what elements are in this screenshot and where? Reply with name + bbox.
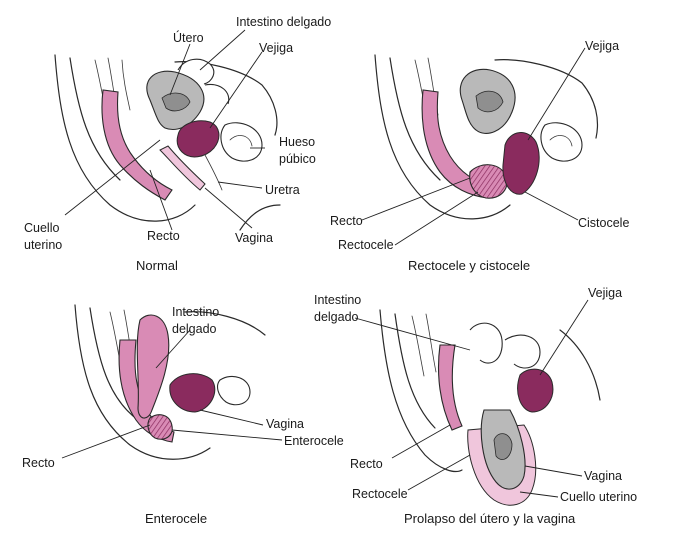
panel-rectocele-cistocele: Vejiga Recto Rectocele Cistocele Rectoce… (330, 39, 629, 273)
label-recto-3: Recto (22, 456, 55, 470)
label-intestino-4b: delgado (314, 310, 359, 324)
label-recto-2: Recto (330, 214, 363, 228)
label-uretra: Uretra (265, 183, 300, 197)
caption-rectocele-cistocele: Rectocele y cistocele (408, 258, 530, 273)
label-enterocele: Enterocele (284, 434, 344, 448)
caption-normal: Normal (136, 258, 178, 273)
label-hueso: Hueso (279, 135, 315, 149)
label-intestino-4a: Intestino (314, 293, 361, 307)
label-intestino-3a: Intestino (172, 305, 219, 319)
label-vejiga-2: Vejiga (585, 39, 619, 53)
label-recto-4: Recto (350, 457, 383, 471)
label-vagina: Vagina (235, 231, 273, 245)
label-cuello: Cuello (24, 221, 59, 235)
label-utero: Útero (173, 30, 204, 45)
label-vagina-3: Vagina (266, 417, 304, 431)
label-cistocele: Cistocele (578, 216, 629, 230)
caption-enterocele: Enterocele (145, 511, 207, 526)
label-rectocele-2: Rectocele (338, 238, 394, 252)
panel-normal: Útero Intestino delgado Vejiga Hueso púb… (24, 15, 331, 273)
label-pubico: púbico (279, 152, 316, 166)
label-vagina-4: Vagina (584, 469, 622, 483)
label-intestino-delgado: Intestino delgado (236, 15, 331, 29)
panel-prolapso: Intestino delgado Vejiga Recto Rectocele… (314, 286, 637, 526)
label-intestino-3b: delgado (172, 322, 217, 336)
label-cuello-uterino-4: Cuello uterino (560, 490, 637, 504)
label-recto: Recto (147, 229, 180, 243)
label-vejiga-4: Vejiga (588, 286, 622, 300)
label-rectocele-4: Rectocele (352, 487, 408, 501)
caption-prolapso: Prolapso del útero y la vagina (404, 511, 576, 526)
label-uterino: uterino (24, 238, 62, 252)
label-vejiga: Vejiga (259, 41, 293, 55)
panel-enterocele: Intestino delgado Vagina Enterocele Rect… (22, 304, 344, 526)
